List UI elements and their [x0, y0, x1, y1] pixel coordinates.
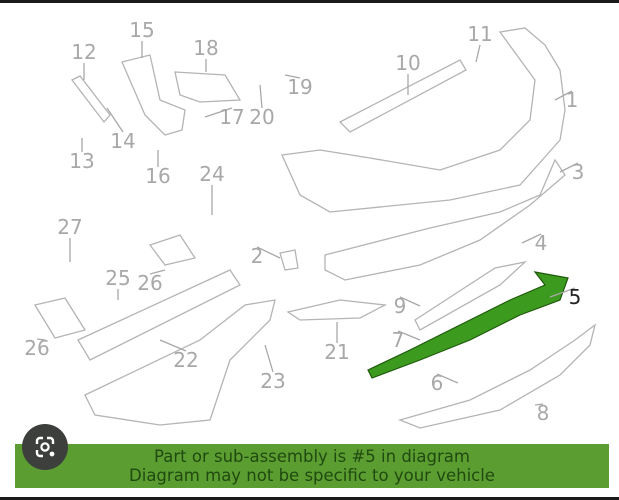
callout-25: 25 — [105, 266, 130, 290]
callout-19: 19 — [287, 75, 312, 99]
part-23-tow-hitch — [84, 299, 276, 426]
callout-23: 23 — [260, 369, 285, 393]
callout-18: 18 — [193, 36, 218, 60]
callout-3: 3 — [572, 160, 585, 184]
callout-2: 2 — [251, 244, 264, 268]
leader-line — [549, 287, 576, 298]
part-22-reinforcement — [77, 269, 241, 361]
callout-8: 8 — [537, 401, 550, 425]
part-15-bracket — [121, 54, 186, 136]
leader-line — [521, 233, 542, 244]
callout-22: 22 — [173, 348, 198, 372]
leader-line — [36, 338, 46, 341]
leader-line — [256, 246, 281, 259]
part-outlines — [33, 27, 597, 429]
google-lens-icon — [35, 436, 55, 458]
leader-line — [259, 84, 263, 109]
callout-17: 17 — [219, 105, 244, 129]
part-21-trim — [286, 299, 388, 321]
leader-line — [397, 330, 421, 341]
part-1-bumper-cover-upper — [281, 27, 566, 213]
callout-14: 14 — [110, 129, 135, 153]
callout-20: 20 — [249, 105, 274, 129]
callout-10: 10 — [395, 51, 420, 75]
top-border — [0, 0, 619, 3]
callout-9: 9 — [394, 294, 407, 318]
leader-line — [436, 373, 459, 384]
callout-24: 24 — [199, 162, 224, 186]
leader-line — [534, 403, 544, 406]
bottom-border — [0, 497, 619, 500]
part-8-lower-cover — [397, 323, 597, 429]
leader-line — [149, 269, 166, 275]
callout-13: 13 — [69, 149, 94, 173]
callout-16: 16 — [145, 164, 170, 188]
leader-line — [554, 90, 573, 101]
leader-line — [159, 339, 187, 352]
callout-11: 11 — [467, 22, 492, 46]
callout-21: 21 — [324, 340, 349, 364]
part-5-highlighted[interactable] — [367, 271, 569, 379]
callout-5: 5 — [569, 285, 582, 309]
leader-line — [264, 344, 274, 373]
leader-line — [475, 44, 481, 63]
part-18-bracket — [174, 71, 242, 103]
part-2-clip — [279, 249, 299, 271]
part-3-bumper-lower — [324, 158, 566, 281]
callout-26: 26 — [24, 336, 49, 360]
part-10-bracket — [338, 59, 467, 133]
callout-4: 4 — [535, 231, 548, 255]
callout-labels: 1234567891011121314151617181920212223242… — [24, 18, 584, 425]
callout-6: 6 — [431, 371, 444, 395]
callout-26: 26 — [137, 271, 162, 295]
leader-line — [284, 74, 301, 79]
callout-12: 12 — [71, 40, 96, 64]
leader-line — [559, 162, 579, 173]
banner-line-1: Part or sub-assembly is #5 in diagram — [154, 447, 470, 466]
leader-line — [106, 107, 124, 133]
part-12-bracket — [71, 75, 111, 124]
callout-27: 27 — [57, 215, 82, 239]
banner-line-2: Diagram may not be specific to your vehi… — [129, 466, 495, 485]
callout-7: 7 — [392, 328, 405, 352]
callout-15: 15 — [129, 18, 154, 42]
leader-line — [204, 107, 233, 118]
part-26b-absorber — [33, 297, 87, 339]
lens-button[interactable] — [22, 424, 68, 470]
info-banner: Part or sub-assembly is #5 in diagram Di… — [15, 444, 609, 488]
part-9-trim — [414, 260, 528, 331]
leader-line — [399, 296, 421, 307]
part-26-absorber — [148, 234, 197, 266]
callout-1: 1 — [566, 88, 579, 112]
